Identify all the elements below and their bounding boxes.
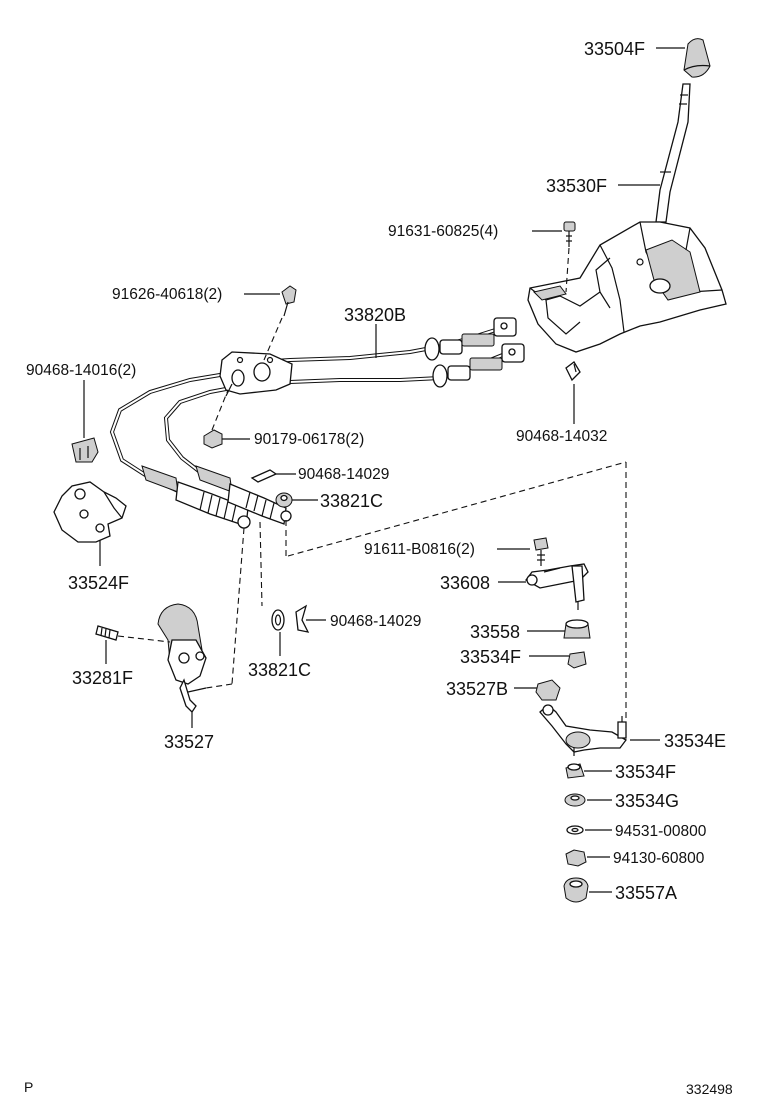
part-labels: 33504F 33530F 91631-60825(4) 91626-40618… bbox=[26, 39, 726, 903]
label-bushing-33527b: 33527B bbox=[446, 679, 508, 699]
clip-housing bbox=[565, 361, 581, 382]
label-lever-33534e: 33534E bbox=[664, 731, 726, 751]
dashed-connectors bbox=[117, 461, 627, 722]
clip-upper bbox=[250, 469, 278, 483]
label-bracket-33524f: 33524F bbox=[68, 573, 129, 593]
bushing-33558 bbox=[563, 619, 591, 639]
bolt-cable-bracket bbox=[263, 285, 297, 361]
bushing-33534g bbox=[564, 793, 586, 807]
bushing-upper bbox=[275, 492, 293, 508]
diagram-number: 332498 bbox=[686, 1081, 733, 1097]
lever-33608 bbox=[525, 563, 589, 610]
label-lever-33608: 33608 bbox=[440, 573, 490, 593]
label-bushing-33557a: 33557A bbox=[615, 883, 677, 903]
label-bolt-lever: 91611-B0816(2) bbox=[364, 541, 475, 558]
bushing-lower bbox=[271, 609, 285, 631]
shift-lever-housing bbox=[527, 221, 727, 353]
pin-33281f bbox=[95, 625, 119, 641]
label-bushing-33534f-lower: 33534F bbox=[615, 762, 676, 782]
washer bbox=[566, 825, 584, 835]
nut bbox=[565, 849, 587, 867]
bushing-33534f-lower bbox=[565, 763, 585, 779]
clip-bracket bbox=[71, 437, 99, 463]
label-bushing-33534g: 33534G bbox=[615, 791, 679, 811]
label-bushing-lower: 33821C bbox=[248, 660, 311, 680]
label-bushing-33534f-upper: 33534F bbox=[460, 647, 521, 667]
label-bushing-33558: 33558 bbox=[470, 622, 520, 642]
cable-bracket bbox=[219, 351, 293, 397]
label-bolt-lever-housing: 91631-60825(4) bbox=[388, 223, 498, 240]
label-bolt-cable-bracket: 91626-40618(2) bbox=[112, 286, 222, 303]
label-clip-upper: 90468-14029 bbox=[298, 466, 389, 483]
shift-lever-rod bbox=[655, 83, 691, 223]
label-shift-knob: 33504F bbox=[584, 39, 645, 59]
bushing-33557a bbox=[563, 877, 589, 903]
bolt-lever-housing bbox=[563, 221, 576, 293]
bushing-33534f-upper bbox=[567, 651, 587, 669]
cable-assembly bbox=[109, 317, 525, 529]
leader-lines bbox=[83, 47, 685, 893]
clip-lower bbox=[295, 604, 310, 633]
nut-cable bbox=[203, 389, 229, 449]
label-clip-lower: 90468-14029 bbox=[330, 613, 421, 630]
label-pin-33281f: 33281F bbox=[72, 668, 133, 688]
bracket-33524f bbox=[53, 481, 127, 543]
lever-33527 bbox=[157, 603, 207, 714]
label-washer: 94531-00800 bbox=[615, 823, 707, 840]
label-cable-assembly: 33820B bbox=[344, 305, 406, 325]
shift-knob bbox=[683, 38, 711, 78]
label-nut-cable: 90179-06178(2) bbox=[254, 431, 364, 448]
lever-33534e bbox=[539, 704, 627, 756]
label-clip-housing: 90468-14032 bbox=[516, 428, 607, 445]
bolt-lever bbox=[533, 537, 549, 566]
label-nut: 94130-60800 bbox=[613, 850, 705, 867]
label-bushing-upper: 33821C bbox=[320, 491, 383, 511]
bushing-33527b bbox=[535, 679, 561, 701]
label-shift-lever: 33530F bbox=[546, 176, 607, 196]
label-lever-33527: 33527 bbox=[164, 732, 214, 752]
footer-left-mark: P bbox=[24, 1079, 33, 1095]
label-clip-bracket: 90468-14016(2) bbox=[26, 362, 136, 379]
